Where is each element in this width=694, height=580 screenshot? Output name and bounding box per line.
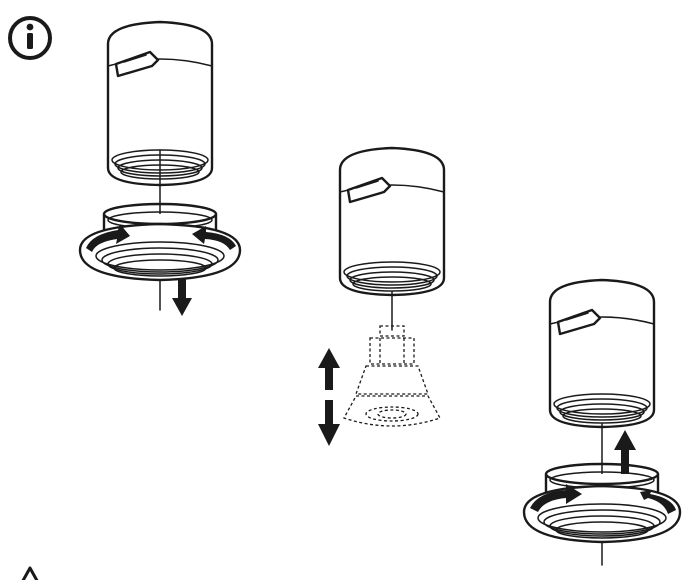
retaining-ring <box>522 462 682 544</box>
up-arrow <box>614 430 636 476</box>
info-icon <box>8 16 52 60</box>
fixture-body <box>106 20 214 187</box>
lamp-bulb-dashed <box>343 325 441 427</box>
rotate-arrows <box>530 484 676 514</box>
step-1-unscrew-ring <box>78 20 242 316</box>
step-3-refit-ring <box>522 278 682 566</box>
rotate-arrows <box>86 224 236 252</box>
fixture-body <box>338 146 446 297</box>
up-down-arrow <box>318 348 340 446</box>
fixture-body <box>548 278 656 429</box>
step-2-replace-lamp <box>318 146 446 446</box>
down-arrow <box>172 278 192 316</box>
warning-icon <box>21 566 39 580</box>
